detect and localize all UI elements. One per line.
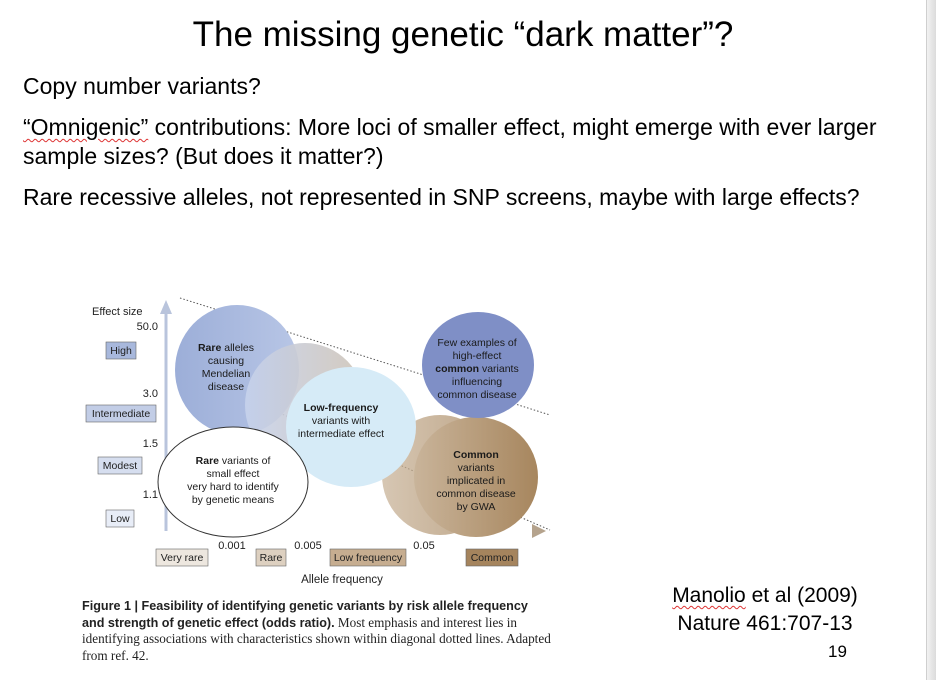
low-frequency-line3: intermediate effect xyxy=(298,428,384,440)
few-examples-line4: influencing xyxy=(452,376,502,388)
bullet-copy-number: Copy number variants? xyxy=(23,73,261,99)
x-cat-common: Common xyxy=(471,552,514,564)
y-tick-3: 3.0 xyxy=(143,388,158,400)
rare-small-line2: small effect xyxy=(207,468,260,480)
x-cat-common-box xyxy=(465,548,519,567)
bullet-rare-recessive: Rare recessive alleles, not represented … xyxy=(23,184,860,210)
y-tick-15: 1.5 xyxy=(143,438,158,450)
x-cat-rare-box xyxy=(255,548,287,567)
citation-line2: Nature 461:707-13 xyxy=(677,612,853,635)
low-frequency-line1: Low-frequency xyxy=(304,402,379,414)
y-tick-11: 1.1 xyxy=(143,489,158,501)
figure-caption: Figure 1 | Feasibility of identifying ge… xyxy=(82,598,552,664)
citation-year: et al (2009) xyxy=(745,584,858,607)
y-axis-title: Effect size xyxy=(92,306,143,318)
rare-small-line3: very hard to identify xyxy=(187,481,279,493)
slide-title: The missing genetic “dark matter”? xyxy=(192,15,734,54)
bubble-few-examples xyxy=(422,312,534,418)
few-examples-line2: high-effect xyxy=(453,350,502,362)
x-tick-0005: 0.005 xyxy=(294,540,322,552)
rare-small-line1: Rare variants of xyxy=(196,455,271,467)
common-gwa-line4: common disease xyxy=(436,488,516,500)
y-cat-intermediate: Intermediate xyxy=(92,408,151,420)
x-axis-arrow xyxy=(532,524,546,538)
common-gwa-line3: implicated in xyxy=(447,475,506,487)
slide-edge xyxy=(926,0,936,680)
x-cat-very-rare-box xyxy=(155,548,209,567)
common-gwa-line5: by GWA xyxy=(457,501,496,513)
bubble-rare-small-effect xyxy=(157,426,309,538)
y-cat-high: High xyxy=(110,345,132,357)
x-tick-005: 0.05 xyxy=(413,540,434,552)
x-axis-title: Allele frequency xyxy=(301,574,383,586)
x-cat-rare: Rare xyxy=(260,552,283,564)
caption-text: Most emphasis and interest lies in ident… xyxy=(82,614,551,663)
page-number: 19 xyxy=(828,642,847,661)
caption-bold: Figure 1 | Feasibility of identifying ge… xyxy=(82,599,528,630)
rare-mendelian-line2: causing xyxy=(208,355,244,367)
low-frequency-line2: variants with xyxy=(312,415,371,427)
citation-line1: Manolio et al (2009) xyxy=(640,582,890,610)
figure-svg: Rare alleles causing Mendelian disease L… xyxy=(85,297,551,586)
y-cat-modest-box xyxy=(97,456,143,475)
common-gwa-line1: Common xyxy=(453,449,499,461)
bullet-omnigenic: “Omnigenic” contributions: More loci of … xyxy=(23,113,903,171)
y-tick-50: 50.0 xyxy=(137,321,158,333)
few-examples-line3: common variants xyxy=(435,363,518,375)
rare-mendelian-line1: Rare alleles xyxy=(198,342,254,354)
citation-author: Manolio xyxy=(672,584,746,607)
common-gwa-line2: variants xyxy=(458,462,495,474)
y-cat-high-box xyxy=(105,341,137,360)
x-cat-low-frequency: Low frequency xyxy=(334,552,403,564)
rare-mendelian-line3: Mendelian xyxy=(202,368,251,380)
y-cat-low: Low xyxy=(110,513,130,525)
few-examples-line1: Few examples of xyxy=(437,337,516,349)
x-cat-low-frequency-box xyxy=(329,548,407,567)
rare-small-line4: by genetic means xyxy=(192,494,274,506)
x-tick-0001: 0.001 xyxy=(218,540,246,552)
bubble-low-frequency xyxy=(286,367,416,487)
bubble-common-gwa xyxy=(414,417,538,537)
y-cat-modest: Modest xyxy=(103,460,138,472)
citation: Manolio et al (2009) Nature 461:707-13 xyxy=(640,582,890,638)
rare-mendelian-line4: disease xyxy=(208,381,244,393)
y-axis-arrow xyxy=(160,300,172,314)
omnigenic-word: “Omnigenic” xyxy=(23,114,149,140)
few-examples-line5: common disease xyxy=(437,389,517,401)
y-cat-intermediate-box xyxy=(85,404,157,423)
x-cat-very-rare: Very rare xyxy=(161,552,204,564)
figure-diagram: Rare alleles causing Mendelian disease L… xyxy=(80,290,560,590)
y-cat-low-box xyxy=(105,509,135,528)
omnigenic-text: contributions: More loci of smaller effe… xyxy=(23,114,877,169)
